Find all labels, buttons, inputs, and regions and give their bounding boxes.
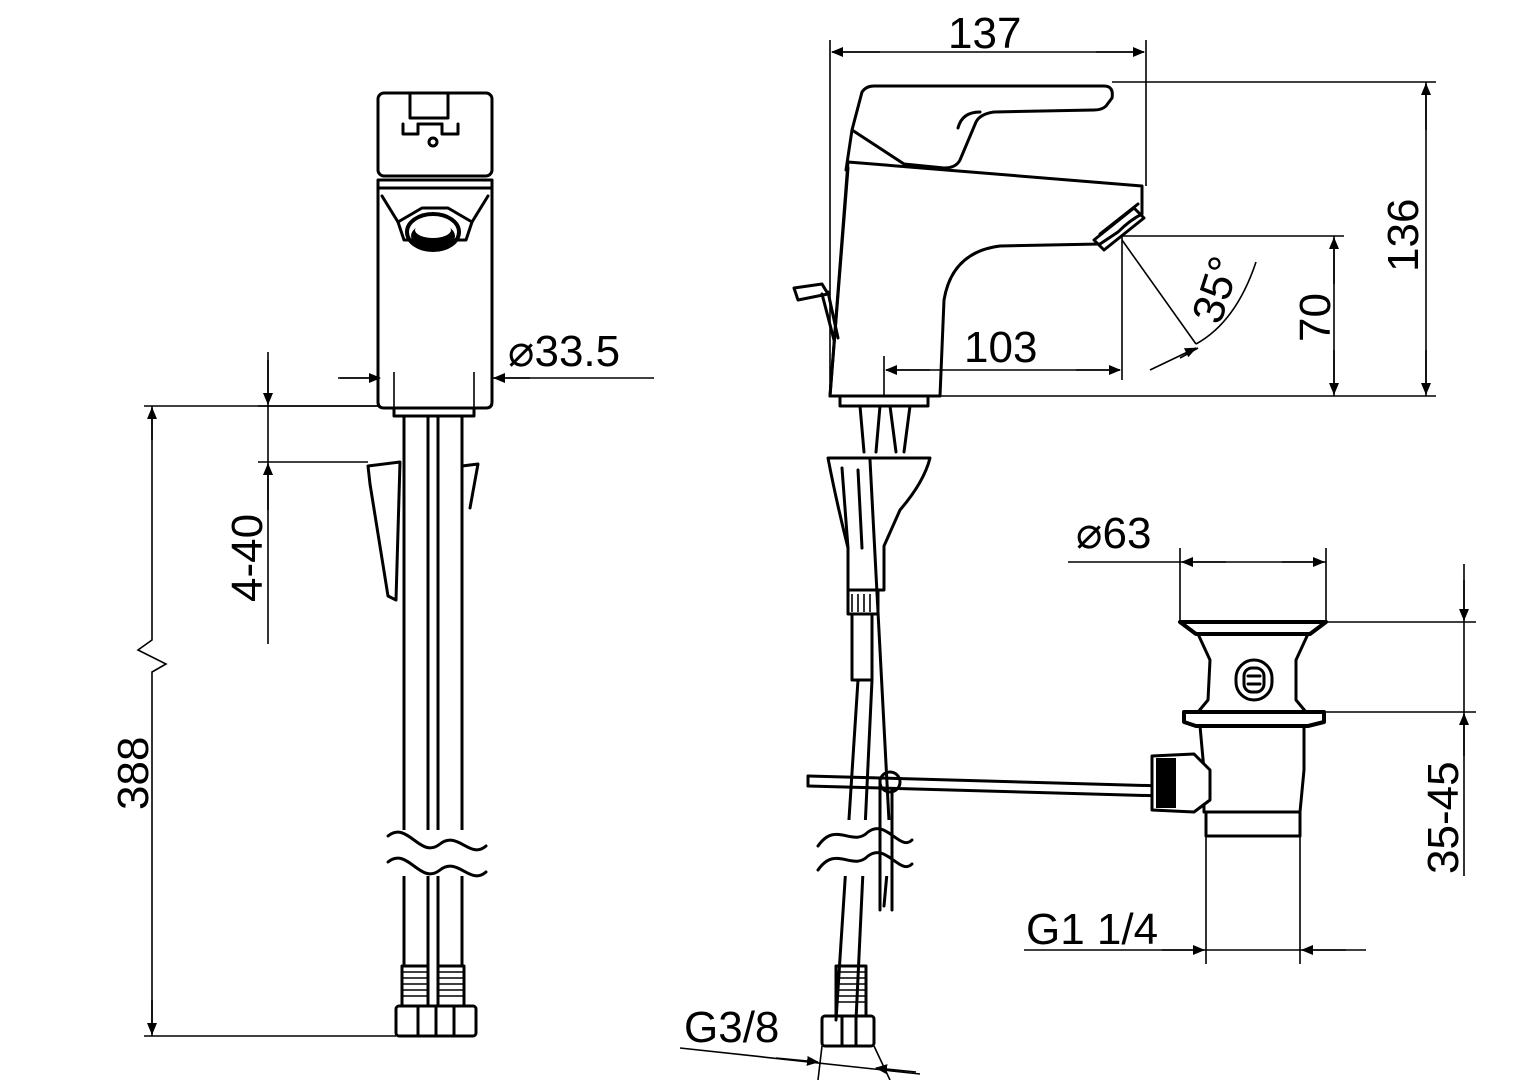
dim-width-total: 137 bbox=[948, 9, 1021, 58]
front-dimensions bbox=[136, 352, 654, 1037]
side-lever bbox=[850, 84, 1114, 170]
side-view bbox=[792, 84, 1166, 1048]
side-dimensions bbox=[679, 40, 1476, 1080]
dim-hose-length: 388 bbox=[109, 737, 158, 810]
dim-waste-height: 35-45 bbox=[1419, 761, 1468, 874]
dim-hose-thread: G3/8 bbox=[684, 1003, 779, 1052]
dim-deck-thickness: 4-40 bbox=[223, 514, 272, 602]
side-break-symbol bbox=[816, 827, 914, 848]
aerator bbox=[405, 212, 461, 252]
side-connector bbox=[820, 964, 876, 1048]
dim-height-total: 136 bbox=[1379, 199, 1428, 272]
dim-waste-thread: G1 1/4 bbox=[1026, 905, 1158, 954]
dim-spout-angle: 35° bbox=[1183, 251, 1250, 329]
dim-spout-height: 70 bbox=[1291, 293, 1340, 342]
front-hose-left bbox=[402, 414, 430, 968]
waste-valve bbox=[1150, 620, 1328, 838]
waste-flange bbox=[1178, 620, 1328, 636]
dim-body-diameter: ⌀33.5 bbox=[508, 327, 620, 376]
side-body bbox=[828, 160, 1144, 398]
front-break-symbol bbox=[386, 830, 488, 852]
front-hose-right bbox=[436, 414, 464, 968]
front-body bbox=[376, 178, 494, 410]
front-fixing-bracket bbox=[366, 460, 402, 602]
dim-waste-diameter: ⌀63 bbox=[1076, 509, 1151, 558]
front-lever-head bbox=[376, 91, 494, 178]
front-connectors bbox=[394, 964, 478, 1038]
dim-spout-reach: 103 bbox=[964, 323, 1037, 372]
pull-rod bbox=[806, 774, 1166, 798]
front-view bbox=[366, 91, 494, 1038]
